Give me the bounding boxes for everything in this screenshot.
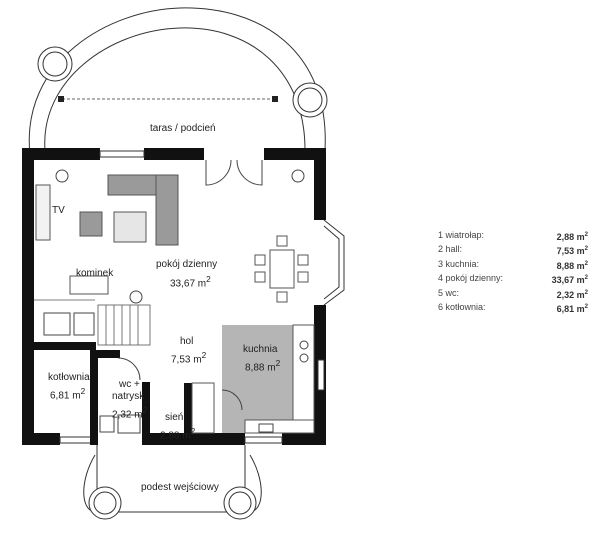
- room-label-kominek: kominek: [76, 268, 114, 279]
- room-label-wc-2: natrysk: [112, 391, 145, 402]
- room-label-kotlownia: kotłownia: [48, 372, 90, 383]
- legend-row: 2 hall:7,53 m2: [438, 244, 588, 257]
- fireplace: [69, 275, 109, 295]
- plant-icon: [55, 169, 305, 304]
- sink-icon: [258, 423, 274, 433]
- room-area-wc: 2,32 m2: [112, 405, 148, 421]
- wc-fixtures: [99, 414, 141, 434]
- room-label-sien: sień: [165, 412, 184, 423]
- coffee-table: [113, 211, 147, 243]
- outer-walls: [22, 148, 326, 445]
- wc-door-arc: [117, 357, 141, 381]
- terrace-door: [205, 159, 263, 186]
- kitchen-counter-bottom: [244, 419, 315, 434]
- kitchen-door-arc: [221, 389, 243, 411]
- legend-row: 4 pokój dzienny:33,67 m2: [438, 273, 588, 286]
- wardrobe: [191, 382, 215, 434]
- legend-row: 6 kotłownia:6,81 m2: [438, 302, 588, 315]
- porch-columns: [88, 486, 257, 520]
- terrace-column-left: [37, 46, 328, 118]
- dining-set: [254, 235, 309, 303]
- room-label-pokoj: pokój dzienny: [156, 259, 218, 270]
- room-label-podest: podest wejściowy: [141, 482, 219, 493]
- room-area-pokoj: 33,67 m2: [170, 274, 211, 290]
- stove-icon: [299, 340, 309, 350]
- legend-row: 5 wc:2,32 m2: [438, 287, 588, 300]
- windows: [59, 150, 325, 444]
- terrace-post-left: [58, 96, 64, 102]
- armchair: [79, 211, 103, 237]
- room-area-sien: 2,88 m2: [160, 426, 196, 442]
- room-label-taras: taras / podcień: [150, 123, 216, 134]
- room-area-kuchnia: 8,88 m2: [245, 358, 281, 374]
- room-label-tv: TV: [52, 205, 65, 216]
- stove-icon: [299, 353, 309, 363]
- room-label-hol: hol: [180, 336, 194, 347]
- room-area-hol: 7,53 m2: [171, 350, 207, 366]
- legend-row: 3 kuchnia:8,88 m2: [438, 258, 588, 271]
- terrace-post-right: [272, 96, 278, 102]
- interior-walls: [34, 342, 192, 445]
- kitchen-counter: [292, 324, 315, 421]
- bay-window: [323, 219, 345, 306]
- legend-row: 1 wiatrołap:2,88 m2: [438, 230, 588, 242]
- room-area-kotlownia: 6,81 m2: [50, 386, 86, 402]
- room-label-kuchnia: kuchnia: [243, 344, 278, 355]
- room-label-wc-1: wc +: [119, 379, 140, 390]
- room-area-legend: 1 wiatrołap:2,88 m2 2 hall:7,53 m2 3 kuc…: [438, 229, 588, 315]
- sofa-corner: [155, 174, 179, 246]
- furnace: [43, 312, 95, 336]
- tv-cabinet: [35, 184, 51, 241]
- stairs: [34, 299, 151, 346]
